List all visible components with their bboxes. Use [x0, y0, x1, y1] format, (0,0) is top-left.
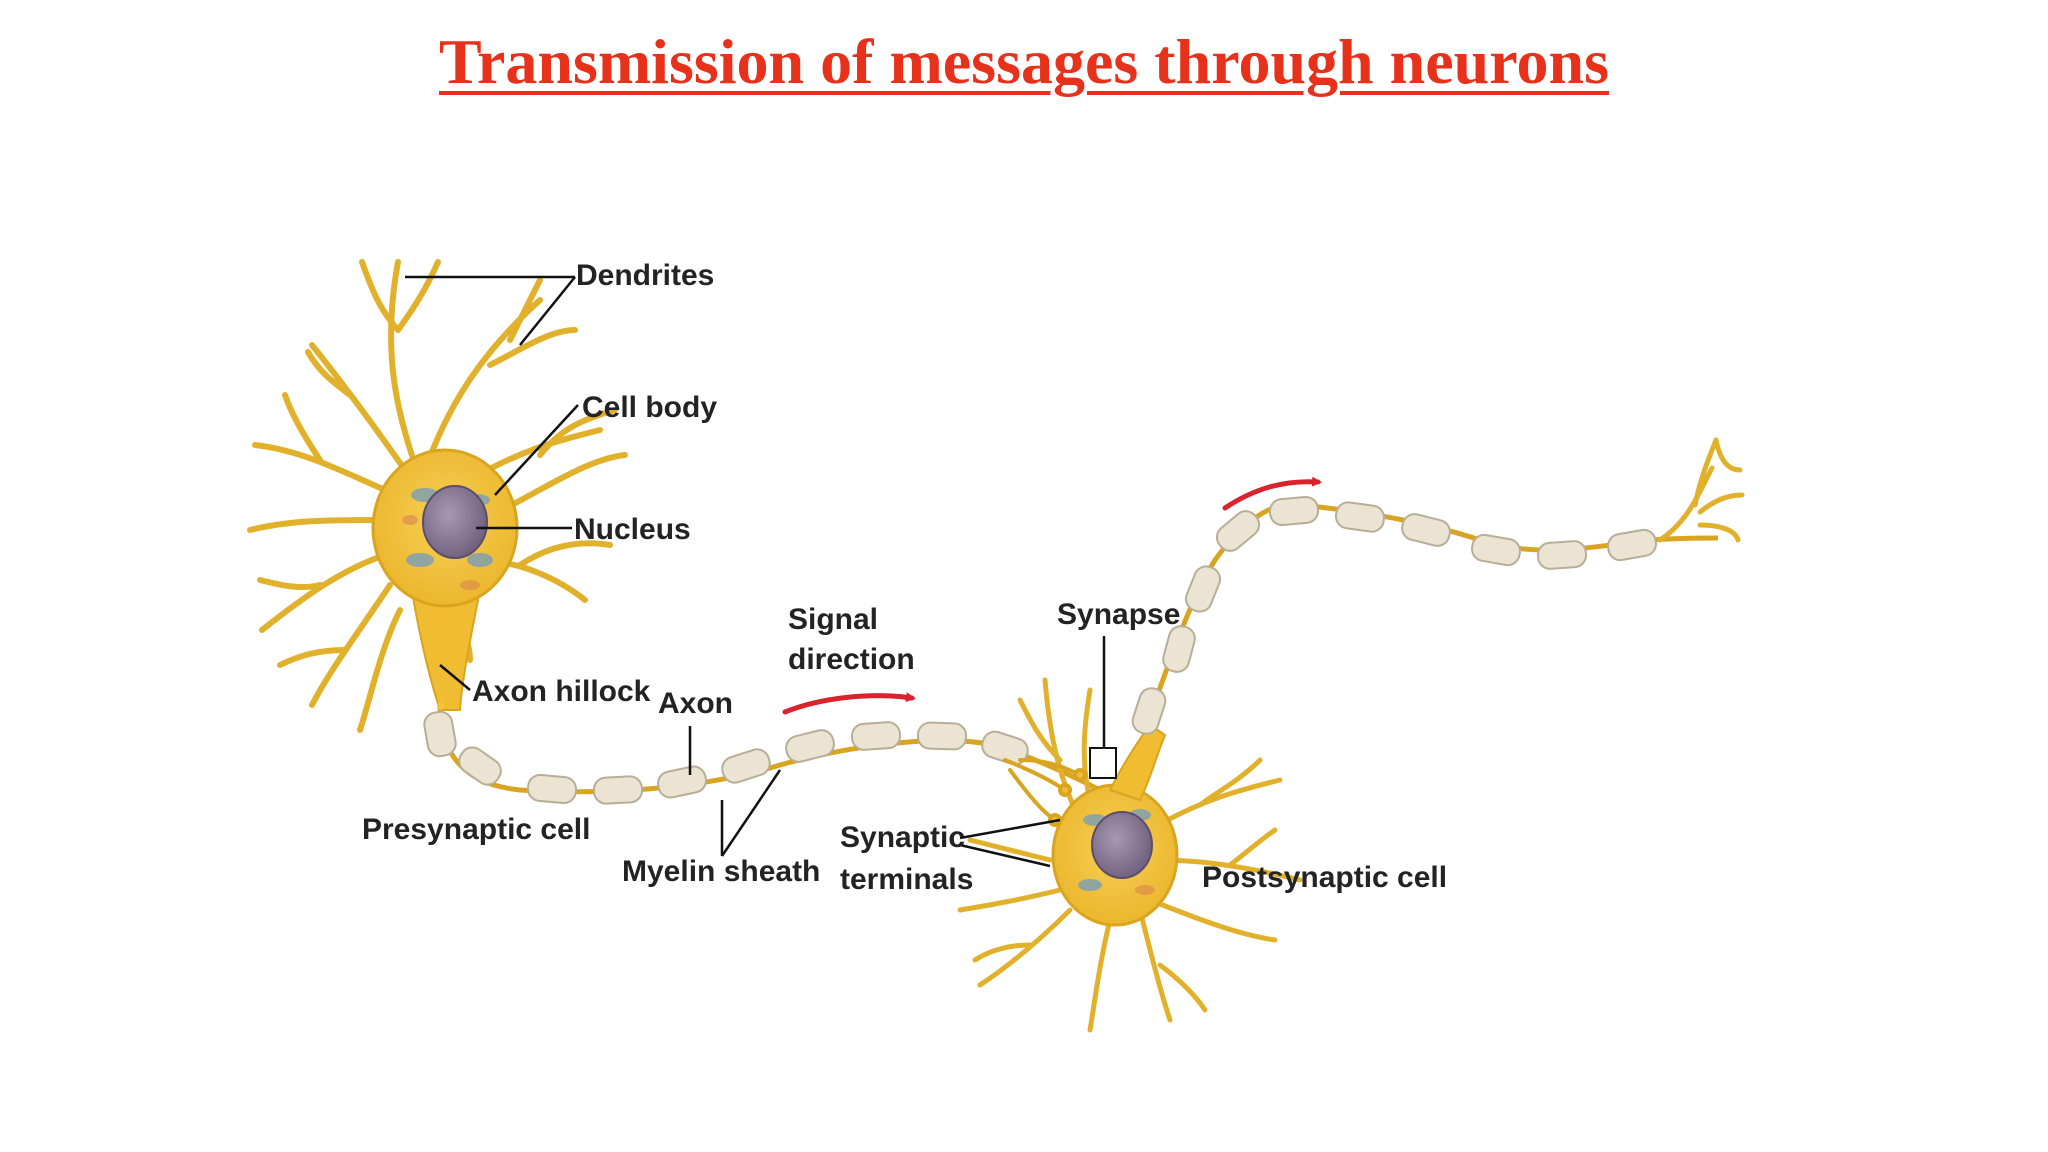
leader-lines	[405, 275, 1106, 868]
label-synaptic-terminals-1: Synaptic	[840, 821, 966, 854]
signal-arrow-1	[782, 692, 916, 715]
postsynaptic-myelin-segments	[1131, 495, 1657, 735]
presynaptic-nucleus	[422, 485, 488, 559]
label-myelin-sheath: Myelin sheath	[622, 855, 821, 888]
label-signal-direction-2: direction	[788, 643, 915, 676]
label-axon: Axon	[658, 687, 733, 720]
signal-arrow-2	[1222, 476, 1322, 511]
myelin-segments	[423, 710, 1029, 805]
label-synaptic-terminals-2: terminals	[840, 863, 974, 896]
postsynaptic-neuron	[957, 677, 1303, 1033]
presynaptic-axon	[423, 704, 1102, 805]
label-synapse: Synapse	[1057, 598, 1181, 631]
node-marks	[437, 702, 445, 710]
postsynaptic-dendrites	[957, 677, 1303, 1033]
label-nucleus: Nucleus	[574, 513, 691, 546]
label-cell-body: Cell body	[582, 391, 718, 424]
label-axon-hillock: Axon hillock	[472, 675, 651, 708]
presynaptic-neuron	[247, 259, 628, 733]
postsynaptic-hillock	[1109, 724, 1166, 801]
synapse-box	[1089, 747, 1117, 779]
label-dendrites: Dendrites	[576, 259, 715, 292]
label-signal-direction-1: Signal	[788, 603, 879, 636]
label-presynaptic-cell: Presynaptic cell	[362, 813, 591, 846]
axon-terminal-branches	[1657, 437, 1745, 543]
postsynaptic-nucleus	[1091, 811, 1153, 879]
page-title: Transmission of messages through neurons	[439, 26, 1609, 97]
presynaptic-dendrites	[247, 259, 628, 733]
postsynaptic-axon	[1131, 437, 1745, 735]
signal-arrows	[782, 476, 1322, 715]
synaptic-terminals	[1003, 758, 1087, 827]
axon-hillock-shape	[409, 579, 481, 711]
label-postsynaptic-cell: Postsynaptic cell	[1202, 861, 1448, 894]
